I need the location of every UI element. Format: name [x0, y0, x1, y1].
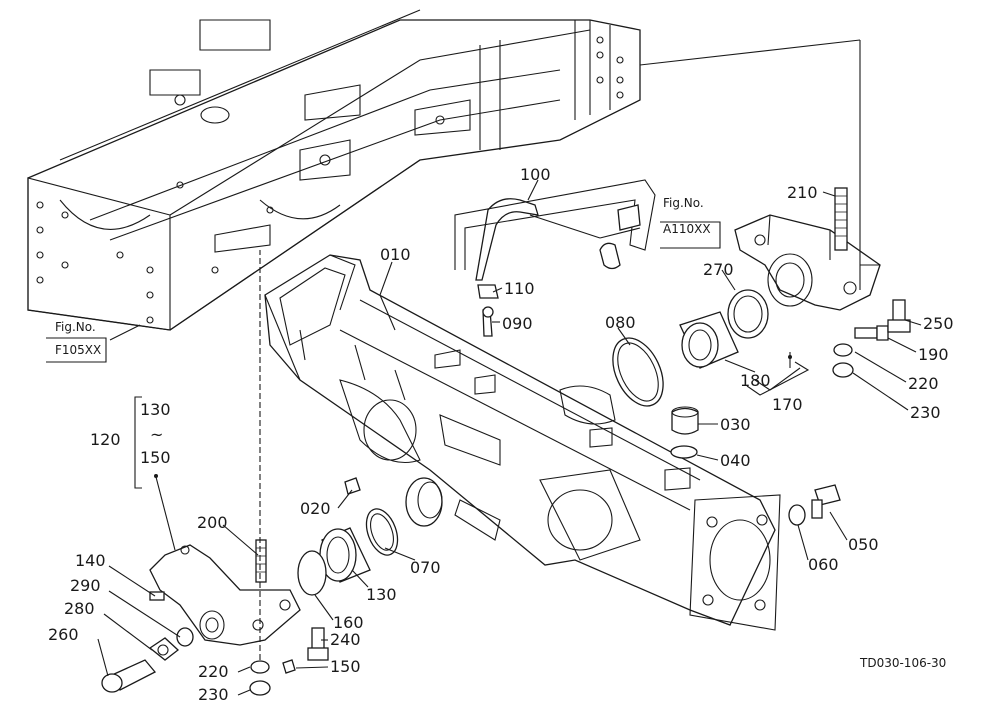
breather-hose-assembly — [475, 198, 539, 337]
nut-280 — [148, 637, 180, 661]
plug-150 — [282, 659, 296, 674]
label-020: 020 — [300, 499, 331, 518]
cap-160 — [297, 550, 327, 596]
ref-box-f105 — [46, 337, 107, 363]
front-axle-housing-010 — [264, 254, 781, 631]
label-240: 240 — [330, 630, 361, 649]
washer-040 — [670, 445, 698, 459]
label-190: 190 — [918, 345, 949, 364]
label-150: 150 — [330, 657, 361, 676]
hose-bracket-a110 — [454, 179, 656, 270]
nut-230 — [832, 362, 854, 378]
fig-ref-label-2: Fig.No. — [663, 196, 704, 210]
bolt-250 — [887, 299, 911, 333]
leader-lines — [97, 39, 922, 696]
label-100: 100 — [520, 165, 551, 184]
range-bracket-120 — [134, 396, 142, 489]
label-130-range: 130 — [140, 400, 171, 419]
bolt-240 — [307, 627, 329, 661]
fig-ref-code-2: A110XX — [663, 222, 711, 236]
o-ring-080 — [612, 337, 664, 407]
label-280: 280 — [64, 599, 95, 618]
label-160: 160 — [333, 613, 364, 632]
bolt-050 — [811, 484, 841, 519]
label-110: 110 — [504, 279, 535, 298]
washer-290 — [176, 627, 194, 647]
drawing-code: TD030-106-30 — [859, 656, 946, 670]
washer-220-left — [250, 660, 270, 674]
label-030: 030 — [720, 415, 751, 434]
label-220: 220 — [908, 374, 939, 393]
plug-020 — [344, 477, 361, 495]
grease-fitting-140 — [149, 591, 165, 601]
label-270: 270 — [703, 260, 734, 279]
label-150-range: 150 — [140, 448, 171, 467]
nut-230-left — [249, 680, 271, 696]
label-140: 140 — [75, 551, 106, 570]
stud-bolt-210 — [834, 187, 848, 251]
label-260: 260 — [48, 625, 79, 644]
label-130: 130 — [366, 585, 397, 604]
label-230-left: 230 — [198, 685, 229, 704]
washer-220 — [833, 343, 853, 357]
label-range-separator: ~ — [150, 425, 163, 444]
ref-box-a110 — [660, 221, 721, 249]
label-070: 070 — [410, 558, 441, 577]
label-170: 170 — [772, 395, 803, 414]
label-230: 230 — [910, 403, 941, 422]
grease-fitting-190 — [854, 325, 889, 341]
label-220-left: 220 — [198, 662, 229, 681]
kingpin-bracket-170 — [734, 214, 881, 311]
bushing-130 — [319, 527, 371, 583]
tractor-frame — [27, 9, 641, 331]
bushing-180 — [679, 311, 739, 369]
label-060: 060 — [808, 555, 839, 574]
label-290: 290 — [70, 576, 101, 595]
label-120: 120 — [90, 430, 121, 449]
stud-200 — [255, 539, 267, 583]
bolt-260 — [101, 659, 157, 693]
kingpin-bracket-120 — [149, 544, 301, 646]
label-210: 210 — [787, 183, 818, 202]
label-180: 180 — [740, 371, 771, 390]
range-bracket-170 — [746, 361, 810, 396]
label-010: 010 — [380, 245, 411, 264]
seal-060 — [788, 504, 806, 526]
part-labels: 010 100 110 090 080 270 210 250 190 220 … — [48, 165, 954, 704]
plug-030 — [671, 406, 699, 435]
label-250: 250 — [923, 314, 954, 333]
fig-ref-label-1: Fig.No. — [55, 320, 96, 334]
o-ring-070 — [365, 508, 399, 556]
label-050: 050 — [848, 535, 879, 554]
fig-ref-code-1: F105XX — [55, 343, 101, 357]
label-200: 200 — [197, 513, 228, 532]
label-040: 040 — [720, 451, 751, 470]
label-090: 090 — [502, 314, 533, 333]
label-080: 080 — [605, 313, 636, 332]
